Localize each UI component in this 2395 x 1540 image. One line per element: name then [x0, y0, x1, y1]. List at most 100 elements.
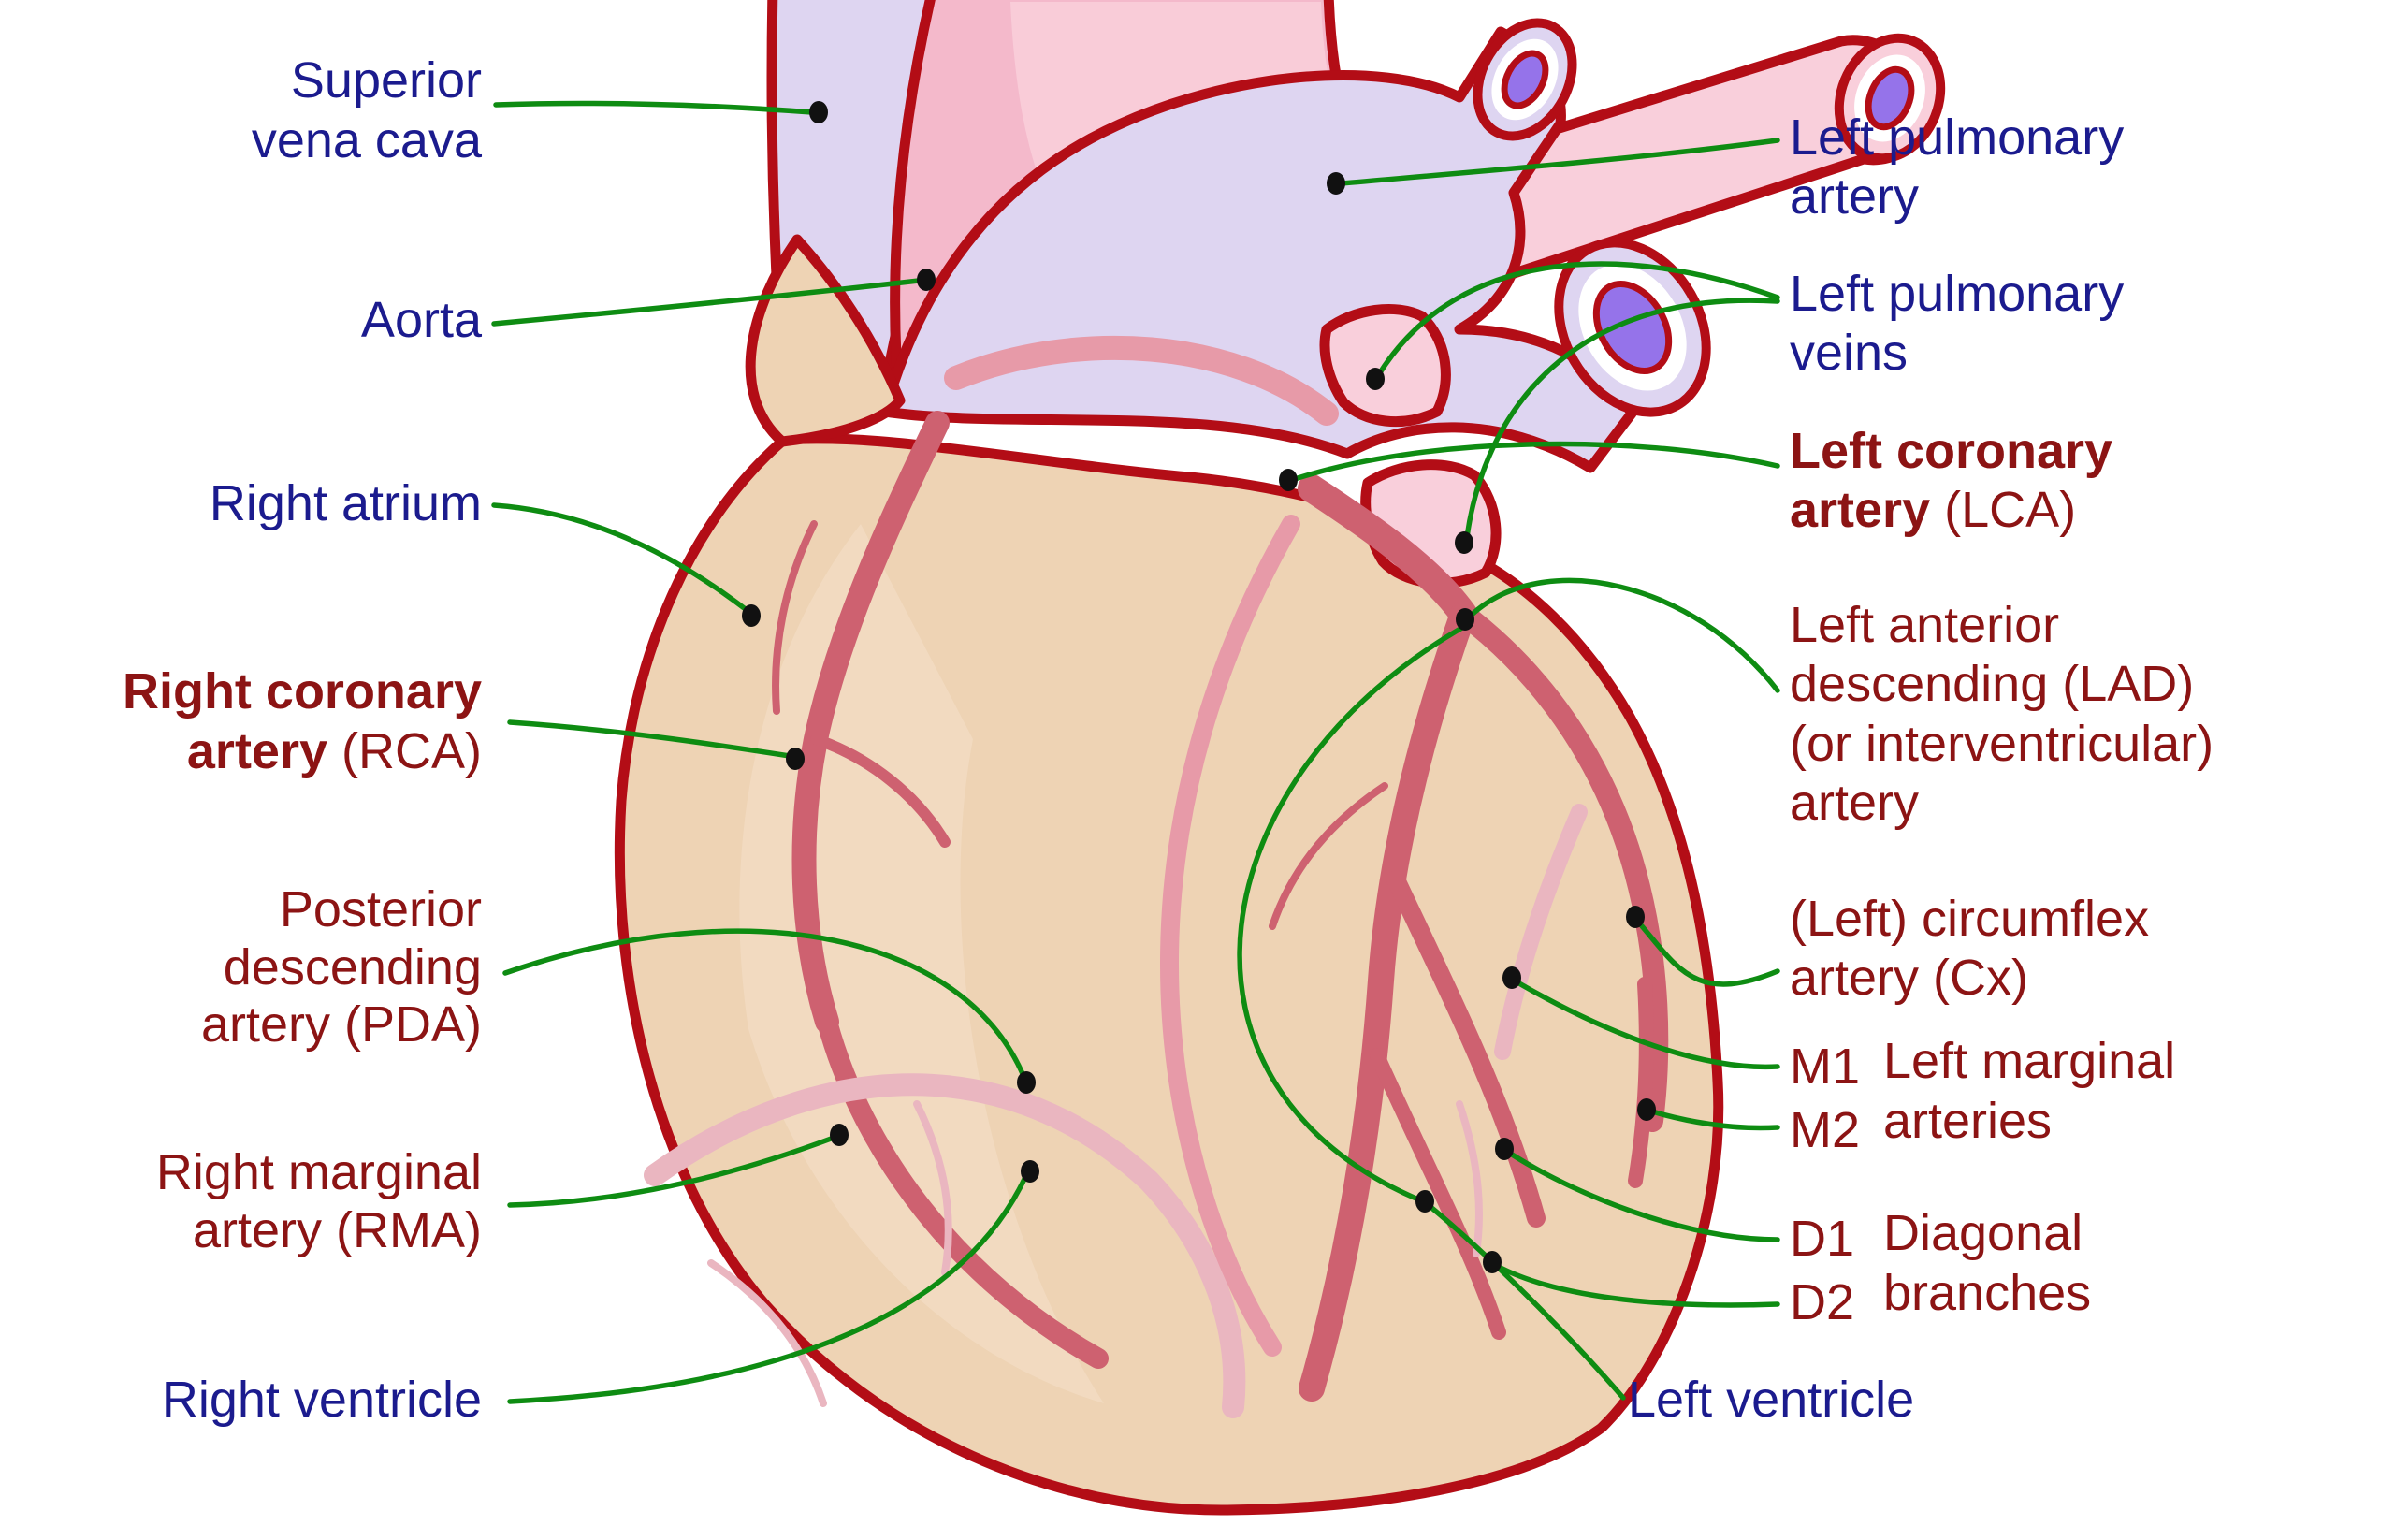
anatomy-dot-m1: [1502, 966, 1521, 989]
leader-left-ventricle: [1427, 1203, 1626, 1401]
leader-aorta: [491, 278, 922, 327]
left-anterior-descending-vessel: [1299, 601, 1476, 1402]
right-atrial-appendage-shape: [745, 234, 906, 447]
leader-lad-interventricular-sweep: [1237, 622, 1470, 1202]
lad-twig-1: [1269, 782, 1388, 930]
label-right-ventricle: Right ventricle: [162, 1372, 482, 1428]
right-marginal-artery-vessel: [817, 1011, 1109, 1369]
label-right-atrium: Right atrium: [210, 475, 482, 531]
circumflex-artery-vessel: [1452, 603, 1669, 1132]
leader-superior-vena-cava: [493, 100, 815, 115]
leader-right-ventricle: [507, 1174, 1028, 1404]
left-pulmonary-artery-stub: [1473, 18, 1577, 141]
label-line: descending: [224, 939, 482, 995]
label-d1: D1: [1790, 1211, 1854, 1267]
anatomy-dot-aorta: [917, 269, 936, 291]
label-line: Right ventricle: [162, 1372, 482, 1428]
rca-small-branch: [810, 734, 951, 848]
coronary-vessels: [644, 335, 1669, 1418]
great-cardiac-vein-vessel: [1160, 515, 1300, 1357]
label-line: Left pulmonary: [1790, 266, 2124, 322]
leader-left-anterior-descending: [1468, 577, 1780, 693]
anatomy-dot-left-ventricle: [1415, 1190, 1434, 1213]
label-line: branches: [1883, 1265, 2091, 1321]
anatomy-dot-left-pulmonary-artery: [1327, 172, 1345, 195]
label-aorta: Aorta: [361, 292, 483, 348]
anatomy-dot-superior-vena-cava: [809, 101, 828, 123]
rv-twig-1: [707, 1259, 827, 1407]
label-line: Left ventricle: [1628, 1372, 1914, 1428]
leader-left-pulmonary-veins-2: [1464, 298, 1780, 540]
label-line: D1: [1790, 1211, 1854, 1267]
label-line: veins: [1790, 325, 1908, 381]
label-line: Left pulmonary: [1790, 109, 2124, 166]
label-line: M2: [1790, 1102, 1860, 1158]
leader-circumflex-artery: [1634, 918, 1780, 987]
anatomy-dot-d1: [1495, 1138, 1514, 1160]
label-line: Right coronary: [123, 663, 482, 719]
rv-twig-2: [913, 1100, 952, 1276]
anatomy-dot-d2: [1483, 1251, 1502, 1273]
anatomy-dot-left-pulmonary-vein-lower: [1455, 531, 1473, 554]
label-line: artery (RMA): [193, 1202, 482, 1258]
anatomy-dot-left-coronary-artery: [1279, 469, 1298, 491]
label-line: Superior: [291, 52, 482, 109]
diagonal-branch-1-vessel: [1386, 870, 1546, 1228]
leader-left-pulmonary-veins-1: [1376, 261, 1780, 377]
label-line: Left coronary: [1790, 423, 2112, 479]
label-left-ventricle: Left ventricle: [1628, 1372, 1914, 1428]
anatomy-dot-right-marginal: [830, 1124, 849, 1146]
left-coronary-artery-vessel: [1298, 474, 1477, 628]
anatomy-dots: [742, 101, 1656, 1273]
label-line: D2: [1790, 1274, 1854, 1330]
label-d2: D2: [1790, 1274, 1854, 1330]
anatomy-dot-m2: [1637, 1098, 1656, 1121]
label-line: vena cava: [252, 112, 483, 168]
label-line: artery: [1790, 775, 1919, 831]
label-line: artery (Cx): [1790, 950, 2028, 1006]
anatomy-dot-posterior-descending: [1017, 1071, 1036, 1094]
leader-d2: [1494, 1263, 1780, 1308]
left-marginal-1-vessel: [1494, 804, 1588, 1060]
label-m1: M1: [1790, 1039, 1860, 1095]
diagonal-branch-2-vessel: [1370, 1048, 1506, 1340]
leader-d1: [1506, 1150, 1780, 1242]
ra-twig: [772, 520, 818, 715]
pulmonary-stub-top-right: [1834, 33, 1946, 164]
label-line: Left marginal: [1883, 1033, 2175, 1089]
label-line: arteries: [1883, 1093, 2052, 1149]
label-line: (Left) circumflex: [1790, 891, 2149, 947]
anatomy-dot-left-pulmonary-vein-upper: [1366, 368, 1385, 390]
lad-twig-2: [1456, 1100, 1483, 1257]
anatomy-dot-circumflex: [1626, 906, 1645, 928]
label-line: M1: [1790, 1039, 1860, 1095]
leader-lines: [491, 100, 1780, 1404]
label-line: artery: [1790, 168, 1919, 225]
label-line: descending (LAD): [1790, 656, 2194, 712]
leader-m2: [1649, 1109, 1780, 1131]
label-m2: M2: [1790, 1102, 1860, 1158]
leader-posterior-descending-artery: [502, 928, 1026, 1079]
label-line: Aorta: [361, 292, 483, 348]
anatomy-dot-right-coronary-artery: [786, 748, 805, 770]
label-line: Right atrium: [210, 475, 482, 531]
anatomy-dot-right-ventricle: [1021, 1160, 1039, 1183]
label-line: Posterior: [280, 881, 482, 937]
label-line: (or interventricular): [1790, 716, 2214, 772]
label-line: Right marginal: [156, 1144, 482, 1200]
leader-right-atrium: [491, 502, 749, 613]
